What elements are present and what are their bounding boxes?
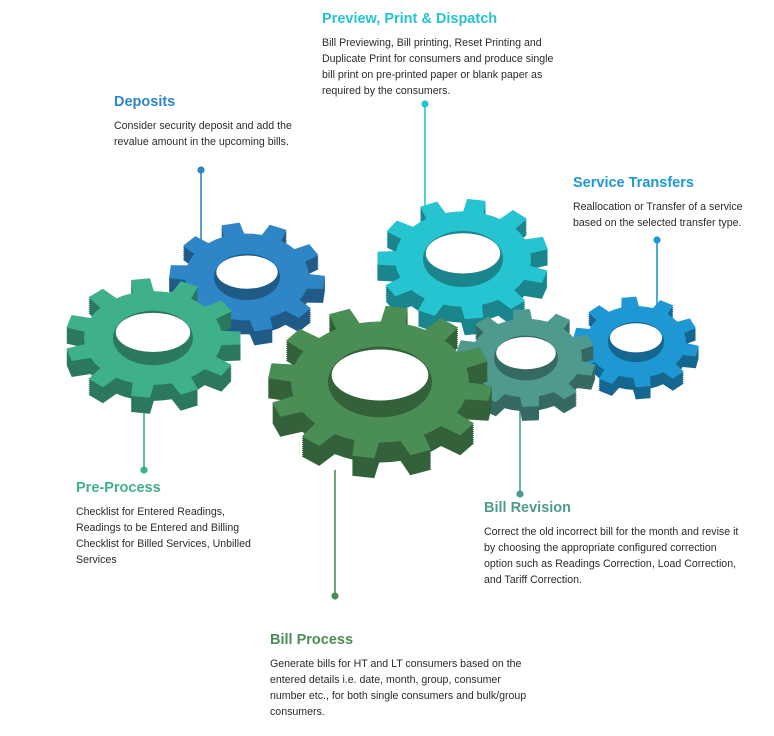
preview-print-dispatch-title: Preview, Print & Dispatch (322, 11, 498, 27)
deposits-text: Consider security deposit and add the re… (114, 120, 292, 148)
deposits-title: Deposits (114, 94, 176, 110)
connector-pre-process-dot (140, 466, 148, 474)
bill-process-block: Bill Process Generate bills for HT and L… (270, 632, 530, 720)
preview-print-dispatch-text: Bill Previewing, Bill printing, Reset Pr… (322, 37, 554, 97)
bill-revision-text: Correct the old incorrect bill for the m… (484, 526, 739, 586)
pre-process-block: Pre-Process Checklist for Entered Readin… (76, 480, 266, 568)
connector-bill-process-dot (331, 592, 339, 600)
pre-process-text: Checklist for Entered Readings, Readings… (76, 506, 251, 566)
connector-bill-revision-dot (516, 490, 524, 498)
gear-service (573, 296, 699, 400)
gear-pre-process (66, 278, 241, 414)
bill-process-title: Bill Process (270, 632, 354, 648)
bill-revision-block: Bill Revision Correct the old incorrect … (484, 500, 744, 588)
connector-bill-revision (516, 400, 524, 498)
service-transfers-block: Service Transfers Reallocation or Transf… (573, 175, 763, 231)
deposits-block: Deposits Consider security deposit and a… (114, 94, 304, 150)
connector-service-dot (653, 236, 661, 244)
bill-process-text: Generate bills for HT and LT consumers b… (270, 658, 527, 718)
gear-bill-process (268, 305, 492, 479)
bill-revision-title: Bill Revision (484, 500, 572, 516)
gear-deposits (169, 222, 325, 346)
preview-print-dispatch-block: Preview, Print & Dispatch Bill Previewin… (322, 11, 562, 99)
service-transfers-title: Service Transfers (573, 175, 694, 191)
connector-service (653, 236, 661, 310)
connector-bill-process (331, 470, 339, 600)
connector-deposits-dot (197, 166, 205, 174)
pre-process-title: Pre-Process (76, 480, 161, 496)
gear-preview (377, 198, 548, 336)
service-transfers-text: Reallocation or Transfer of a service ba… (573, 201, 743, 229)
connector-preview-dot (421, 100, 429, 108)
connector-preview (421, 100, 429, 210)
connector-deposits (197, 166, 205, 240)
